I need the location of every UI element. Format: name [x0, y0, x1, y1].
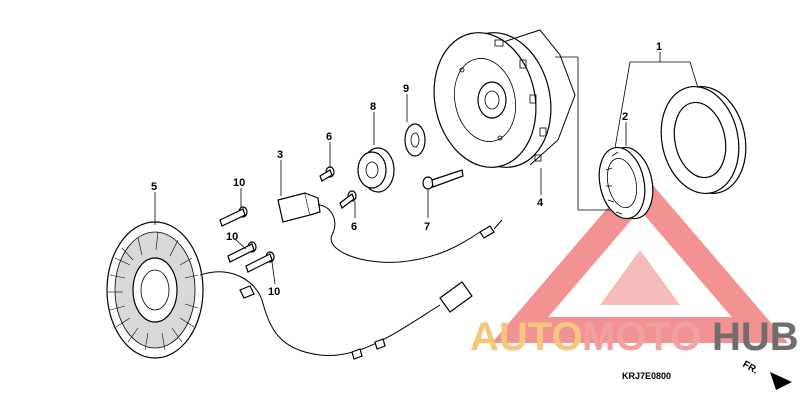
callout-4: 4	[537, 197, 544, 209]
stator-windings	[108, 231, 199, 351]
callout-10-bottom: 10	[268, 286, 280, 298]
callout-7: 7	[424, 221, 430, 233]
part-1-clutch-outer	[660, 85, 747, 195]
watermark-text-moto: MOTO	[582, 315, 701, 359]
part-code: KRJ7E0800	[622, 371, 671, 381]
part-3-pulser-coil	[277, 192, 503, 263]
part-2-clutch-sprag	[598, 146, 654, 220]
callout-1: 1	[656, 41, 662, 53]
part-5-stator	[106, 221, 473, 360]
part-6-bolt-lower	[339, 190, 357, 209]
part-10-bolt-bottom	[245, 251, 275, 273]
watermark-logo	[491, 170, 789, 343]
part-10-bolt-top	[219, 206, 248, 227]
watermark-triangle	[491, 170, 789, 343]
front-direction-indicator: FR.	[741, 359, 792, 390]
callout-10-top: 10	[233, 177, 245, 189]
callout-3: 3	[277, 149, 283, 161]
leader-lines	[154, 52, 699, 285]
callout-5: 5	[151, 181, 157, 193]
watermark-text-hub: HUB	[712, 315, 799, 359]
direction-label: FR.	[741, 359, 761, 377]
part-4-flywheel	[433, 29, 576, 168]
callout-6-lower: 6	[351, 221, 357, 233]
part-9-washer	[404, 123, 426, 157]
callout-2: 2	[622, 111, 628, 123]
callout-8: 8	[370, 101, 376, 113]
direction-arrow-icon	[770, 372, 792, 390]
callout-10-middle: 10	[226, 231, 238, 243]
part-7-bolt	[422, 169, 464, 190]
callout-9: 9	[403, 83, 409, 95]
part-8-nut	[357, 147, 395, 193]
part-6-bolt-upper	[319, 166, 335, 182]
part-10-bolt-middle	[227, 241, 257, 263]
callout-6-upper: 6	[326, 131, 332, 143]
watermark-text-auto: AUTO	[470, 315, 583, 359]
